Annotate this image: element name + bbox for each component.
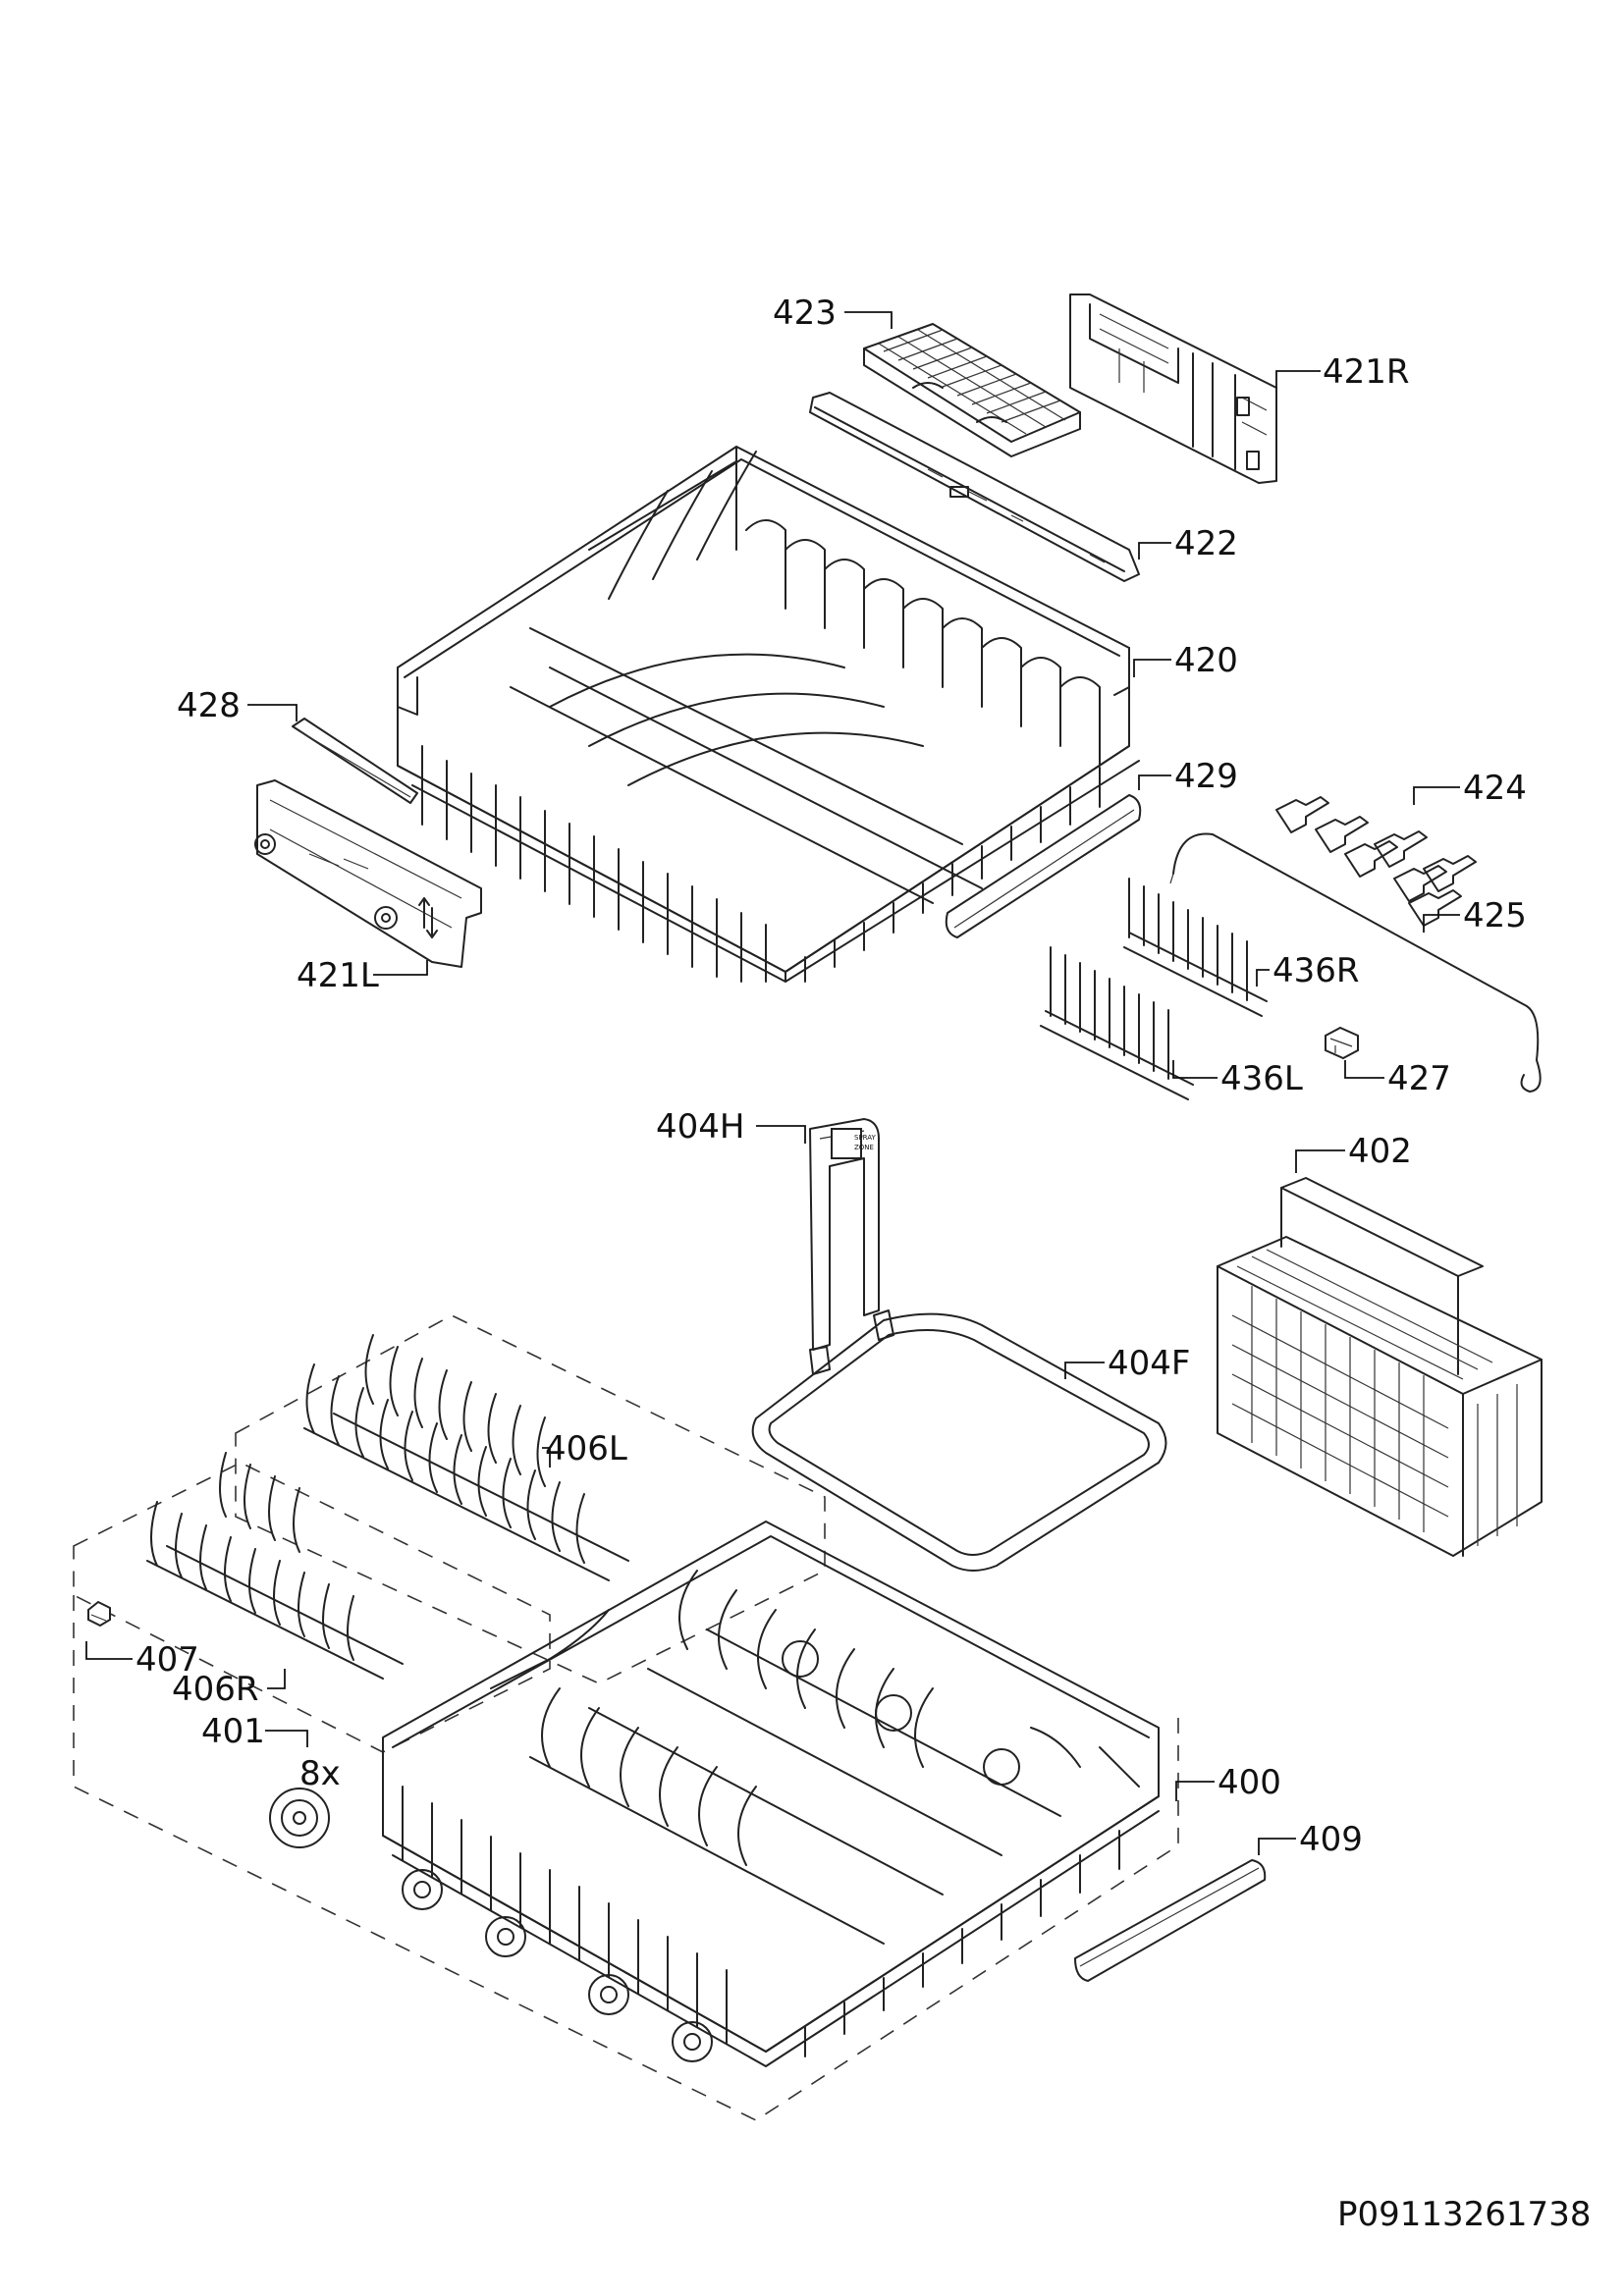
part-436L-tine-rack <box>1040 946 1194 1100</box>
label-406R: 406R <box>172 1670 259 1709</box>
label-401: 401 <box>201 1712 265 1751</box>
part-labels: 423 421R 422 420 428 429 424 425 421L 43… <box>135 294 1591 2234</box>
label-424: 424 <box>1463 769 1527 808</box>
part-404H-holder: SPRAY ZONE <box>809 1118 880 1351</box>
label-404H: 404H <box>656 1107 744 1147</box>
part-402-cutlery-basket <box>1217 1177 1543 1557</box>
label-420: 420 <box>1174 641 1238 680</box>
label-436L: 436L <box>1220 1059 1303 1098</box>
spray-zone-sticker-line1: SPRAY <box>854 1134 876 1142</box>
label-436R: 436R <box>1272 951 1360 990</box>
part-409-bumper <box>1074 1859 1267 1982</box>
part-424-clips <box>1275 796 1477 927</box>
part-407-clip <box>87 1600 111 1628</box>
label-421R: 421R <box>1323 352 1410 392</box>
label-406L: 406L <box>545 1429 627 1468</box>
part-428-handle-bar <box>292 718 418 804</box>
part-400-lower-basket <box>382 1521 1160 2067</box>
label-429: 429 <box>1174 757 1238 796</box>
part-429-bumper <box>945 794 1142 938</box>
part-427-clip <box>1325 1026 1359 1060</box>
leader-lines <box>85 311 1460 1855</box>
document-code: P09113261738 <box>1337 2195 1591 2234</box>
label-8x: 8x <box>299 1754 341 1793</box>
label-428: 428 <box>177 686 241 725</box>
part-422-rail <box>809 392 1140 582</box>
label-407: 407 <box>135 1640 199 1680</box>
part-423-cup-shelf <box>863 323 1081 457</box>
label-400: 400 <box>1218 1763 1281 1802</box>
label-422: 422 <box>1174 524 1238 563</box>
part-421L-bracket <box>254 779 482 968</box>
part-404F-frame <box>751 1309 1167 1572</box>
label-404F: 404F <box>1108 1344 1190 1383</box>
part-406L-tine-rack <box>235 1314 826 1684</box>
label-421L: 421L <box>297 956 379 995</box>
spray-zone-sticker-line2: ZONE <box>854 1144 874 1151</box>
part-421R-bracket <box>1069 294 1277 484</box>
part-401-wheel <box>269 1788 330 1848</box>
label-427: 427 <box>1387 1059 1451 1098</box>
label-402: 402 <box>1348 1132 1412 1171</box>
part-425-wire-rod <box>1169 832 1542 1093</box>
label-425: 425 <box>1463 896 1527 935</box>
label-423: 423 <box>773 294 837 333</box>
part-406R-tine-rack <box>73 1452 551 1753</box>
part-420-upper-basket <box>397 446 1140 983</box>
label-409: 409 <box>1299 1820 1363 1859</box>
part-436R-tine-rack <box>1123 878 1268 1017</box>
lower-assembly-envelope <box>73 1595 1179 2121</box>
